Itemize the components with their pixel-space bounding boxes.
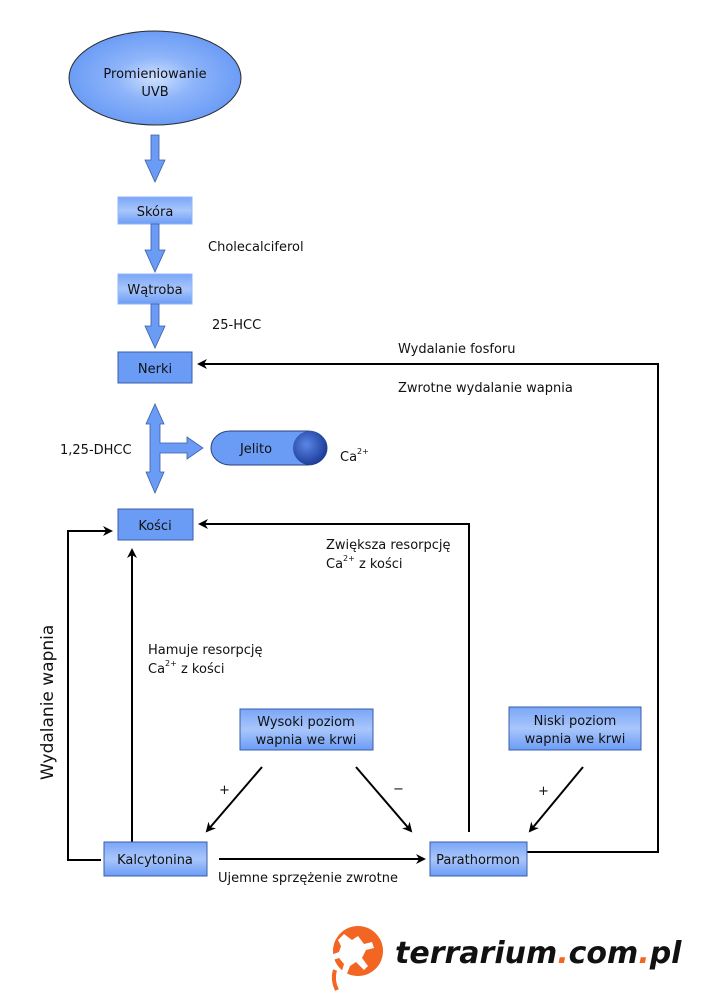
node-kalcytonina: Kalcytonina (103, 841, 208, 877)
logo-text: terrarium.com.pl (395, 936, 682, 971)
node-uvb: Promieniowanie UVB (68, 30, 242, 126)
nerki-label: Nerki (138, 362, 172, 377)
node-kosci: Kości (117, 508, 194, 541)
connector-parathormon-to-kosci (198, 519, 470, 832)
label-1-25-dhcc: 1,25-DHCC (60, 443, 132, 458)
wysoki-line1: Wysoki poziom (257, 715, 355, 730)
niski-line1: Niski poziom (534, 714, 617, 729)
label-25-hcc: 25-HCC (212, 318, 261, 333)
arrow-skora-to-watroba (144, 223, 166, 273)
label-zwrotne-wydalanie: Zwrotne wydalanie wapnia (398, 381, 573, 396)
connector-parathormon-to-nerki (197, 359, 659, 853)
skora-label: Skóra (137, 205, 174, 220)
terrarium-logo[interactable]: terrarium.com.pl (331, 926, 682, 991)
node-wysoki-poziom: Wysoki poziom wapnia we krwi (239, 708, 374, 751)
label-wydalanie-fosforu: Wydalanie fosforu (398, 342, 516, 357)
arrow-uvb-to-skora (144, 134, 166, 183)
arrow-nerki-kosci-jelito (145, 403, 204, 495)
arrow-watroba-to-nerki (144, 303, 166, 349)
uvb-line1: Promieniowanie (103, 67, 206, 82)
node-niski-poziom: Niski poziom wapnia we krwi (508, 706, 642, 751)
label-hamuje-line1: Hamuje resorpcję (148, 643, 263, 658)
label-plus-left: + (219, 783, 230, 798)
jelito-label: Jelito (239, 442, 272, 457)
watroba-label: Wątroba (127, 283, 182, 298)
node-watroba: Wątroba (117, 273, 193, 305)
label-zwieksza-line1: Zwiększa resorpcję (326, 538, 451, 553)
label-cholecalciferol: Cholecalciferol (208, 240, 304, 255)
label-minus: − (393, 782, 404, 797)
uvb-line2: UVB (141, 85, 168, 100)
wysoki-line2: wapnia we krwi (256, 733, 357, 748)
label-zwieksza-line2: Ca2+ z kości (326, 554, 402, 572)
niski-line2: wapnia we krwi (525, 732, 626, 747)
connector-wydalanie-wapnia (67, 526, 113, 861)
arrow-wysoki-to-kalcytonina (205, 766, 263, 833)
label-ujemne-sprzezenie: Ujemne sprzężenie zwrotne (218, 871, 398, 886)
parathormon-label: Parathormon (436, 853, 520, 868)
kosci-label: Kości (138, 519, 171, 534)
node-jelito: Jelito (210, 430, 328, 466)
label-plus-right: + (538, 784, 549, 799)
node-nerki: Nerki (117, 351, 193, 384)
label-wydalanie-wapnia: Wydalanie wapnia (38, 625, 58, 780)
label-ca-jelito: Ca2+ (340, 447, 369, 465)
node-skora: Skóra (117, 196, 193, 225)
arrow-wysoki-to-parathormon (355, 766, 413, 833)
lizard-icon (331, 926, 383, 991)
kalcytonina-label: Kalcytonina (117, 853, 193, 868)
arrow-niski-to-parathormon (528, 766, 584, 833)
node-parathormon: Parathormon (429, 841, 528, 877)
label-hamuje-line2: Ca2+ z kości (148, 659, 224, 677)
